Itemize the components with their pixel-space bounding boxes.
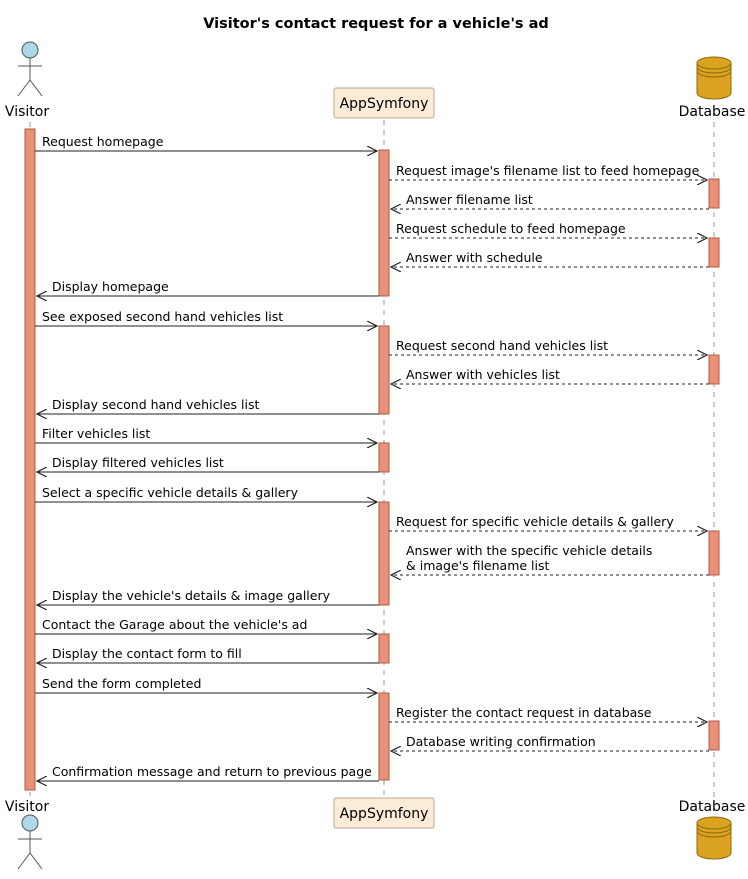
message-label: Confirmation message and return to previ…: [52, 764, 372, 779]
db-label-top: Database: [679, 104, 746, 120]
db-activation: [708, 720, 720, 751]
message-label: Display the vehicle's details & image ga…: [52, 588, 331, 603]
message-label: Request schedule to feed homepage: [396, 221, 626, 236]
message-label: & image's filename list: [406, 558, 549, 573]
app-activation: [378, 325, 390, 415]
message-label: Display second hand vehicles list: [52, 397, 259, 412]
message-label: Request second hand vehicles list: [396, 338, 608, 353]
visitor-label-top: Visitor: [5, 104, 49, 120]
activations: [24, 128, 720, 791]
visitor-actor-bottom: Visitor: [5, 799, 49, 870]
message-label: Database writing confirmation: [406, 734, 596, 749]
app-label-top: AppSymfony: [340, 96, 429, 112]
visitor-actor-top: Visitor: [5, 41, 49, 120]
app-participant-bottom: AppSymfony: [333, 797, 435, 829]
app-participant-top: AppSymfony: [333, 87, 435, 119]
message-label: Send the form completed: [42, 676, 201, 691]
message-label: Select a specific vehicle details & gall…: [42, 485, 299, 500]
db-activation: [708, 530, 720, 576]
app-activation: [378, 501, 390, 606]
database-bottom: Database: [679, 799, 746, 860]
visitor-activation: [24, 128, 36, 791]
message-label: Display filtered vehicles list: [52, 455, 224, 470]
message-label: Register the contact request in database: [396, 705, 652, 720]
db-activation: [708, 237, 720, 268]
message-label: Display the contact form to fill: [52, 646, 242, 661]
message-label: Answer filename list: [406, 192, 533, 207]
db-activation: [708, 178, 720, 209]
database-top: Database: [679, 56, 746, 120]
app-activation: [378, 149, 390, 297]
message-label: Answer with the specific vehicle details: [406, 543, 652, 558]
db-label-bottom: Database: [679, 799, 746, 815]
app-activation: [378, 442, 390, 473]
message-label: Display homepage: [52, 279, 169, 294]
app-activation: [378, 633, 390, 664]
app-activation: [378, 692, 390, 781]
message-label: Request image's filename list to feed ho…: [396, 163, 700, 178]
db-activation: [708, 354, 720, 385]
diagram-title: Visitor's contact request for a vehicle'…: [203, 16, 549, 32]
app-label-bottom: AppSymfony: [340, 806, 429, 822]
message-label: See exposed second hand vehicles list: [42, 309, 283, 324]
message-label: Request for specific vehicle details & g…: [396, 514, 674, 529]
actor-head-icon: [21, 814, 39, 832]
visitor-label-bottom: Visitor: [5, 799, 49, 815]
message-label: Answer with vehicles list: [406, 367, 560, 382]
actor-head-icon: [21, 41, 39, 59]
message-label: Contact the Garage about the vehicle's a…: [42, 617, 307, 632]
message-label: Request homepage: [42, 134, 164, 149]
messages: Request homepage Request image's filenam…: [35, 134, 709, 781]
message-label: Filter vehicles list: [42, 426, 150, 441]
message-label: Answer with schedule: [406, 250, 543, 265]
